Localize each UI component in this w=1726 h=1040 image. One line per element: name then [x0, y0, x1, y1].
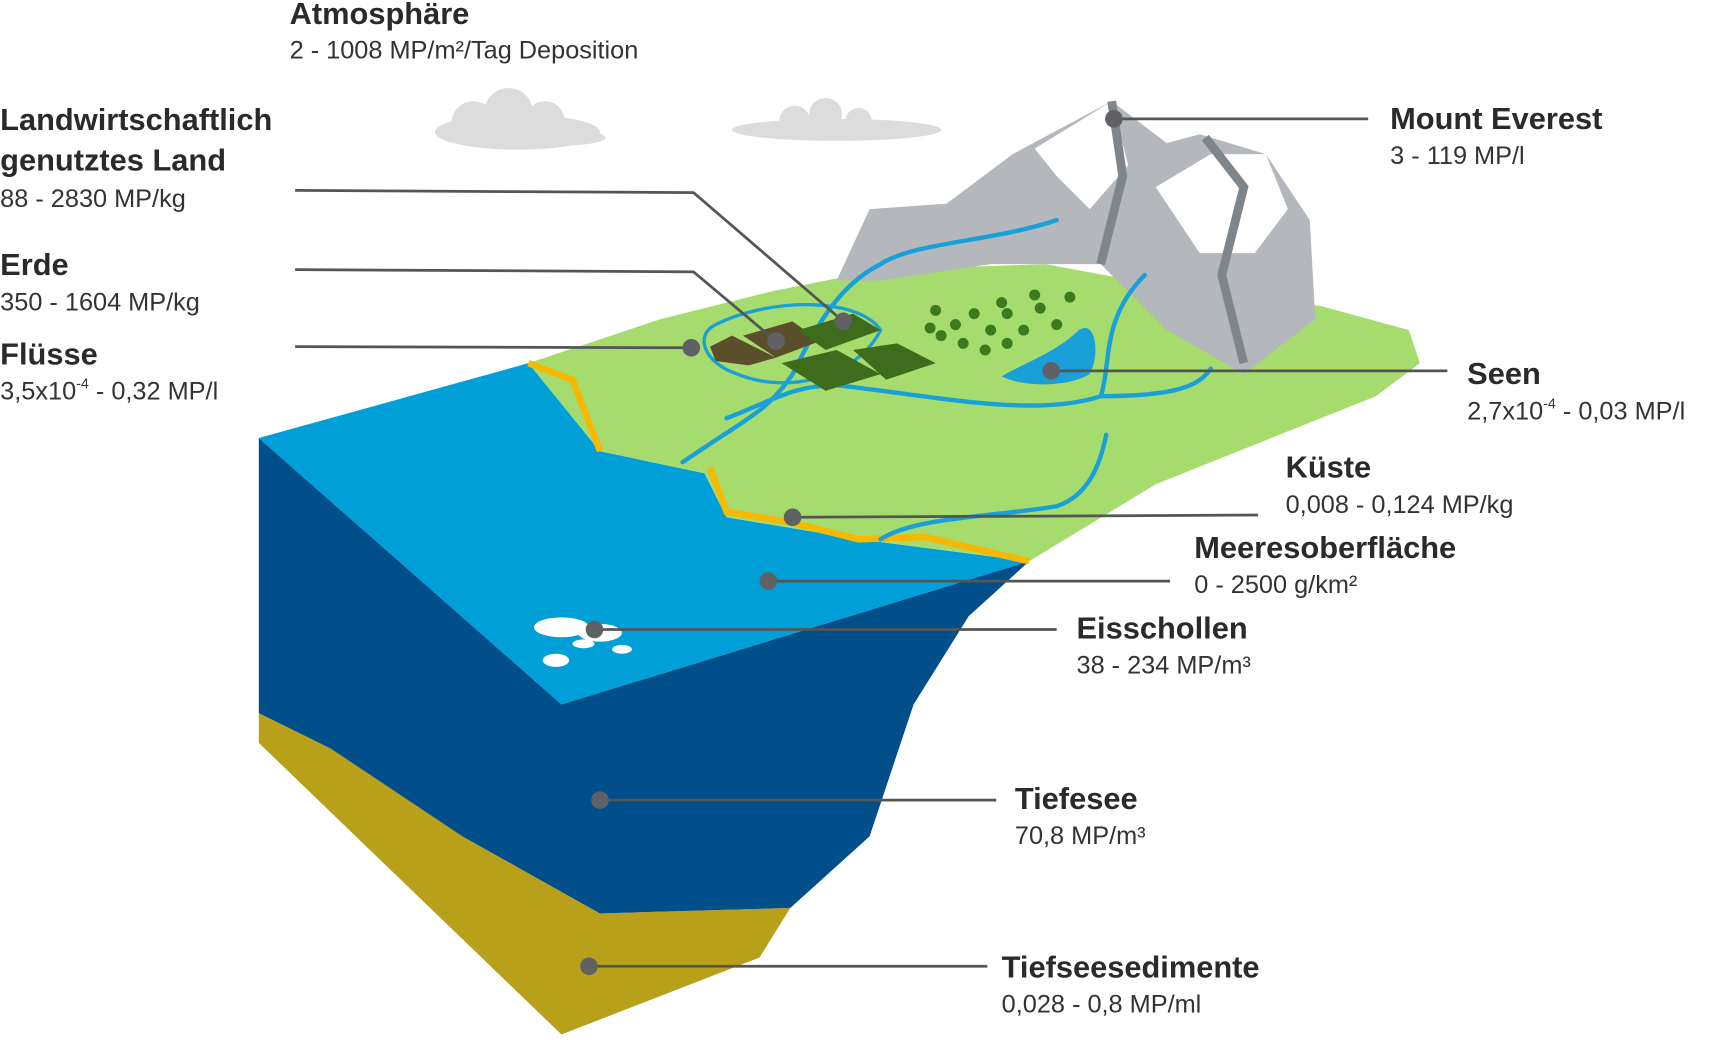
value-rest: - 0,32 MP/l — [89, 377, 218, 405]
label-kueste-title: Küste — [1286, 450, 1372, 485]
label-tiefesee-title: Tiefesee — [1015, 781, 1138, 816]
forest — [924, 289, 1076, 356]
label-meeresoberflaeche-title: Meeresoberfläche — [1194, 530, 1456, 565]
river — [878, 432, 1109, 542]
label-everest-value: 3 - 119 MP/l — [1390, 142, 1525, 170]
label-kueste-value: 0,008 - 0,124 MP/kg — [1286, 491, 1514, 519]
coast-line — [706, 466, 1030, 565]
value-exponent: -4 — [76, 376, 89, 392]
snow — [1155, 154, 1288, 254]
value-exponent: -4 — [1543, 396, 1556, 412]
label-fluesse-value: 3,5x10-4 - 0,32 MP/l — [0, 376, 218, 405]
leader-line — [295, 189, 845, 323]
cloud-icon — [732, 97, 942, 141]
leader-line — [295, 268, 777, 343]
marker-dot — [759, 572, 778, 590]
crop-field — [798, 313, 881, 350]
marker-dot — [767, 332, 785, 350]
deep-sea-layer — [258, 438, 1030, 914]
label-everest-title: Mount Everest — [1390, 101, 1602, 136]
label-seen-title: Seen — [1467, 356, 1541, 391]
label-landwirtschaft-title-1: Landwirtschaftlich — [0, 102, 272, 137]
river — [680, 217, 1059, 465]
label-landwirtschaft-title-2: genutztes Land — [0, 143, 226, 178]
label-tiefseesedimente-title: Tiefseesedimente — [1002, 949, 1260, 984]
value-base: 2,7x10 — [1467, 397, 1543, 425]
label-meeresoberflaeche-value: 0 - 2500 g/km² — [1194, 571, 1357, 599]
mountain-ridge — [1201, 134, 1249, 365]
value-base: 3,5x10 — [0, 377, 76, 405]
leader-line — [792, 513, 1259, 519]
label-atmosphaere-value: 2 - 1008 MP/m²/Tag Deposition — [290, 36, 639, 64]
leader-line — [295, 345, 692, 350]
soil-field — [710, 335, 777, 366]
marker-dot — [834, 312, 852, 331]
marker-dot — [783, 508, 802, 527]
river — [1098, 366, 1213, 399]
marker-dot — [580, 957, 598, 976]
marker-dot — [585, 620, 604, 639]
crop-field — [853, 343, 936, 380]
label-tiefesee-value: 70,8 MP/m³ — [1015, 822, 1146, 850]
value-rest: - 0,03 MP/l — [1556, 397, 1685, 425]
label-fluesse-title: Flüsse — [0, 336, 98, 371]
label-atmosphaere-title: Atmosphäre — [290, 0, 470, 31]
marker-dot — [1105, 110, 1123, 128]
sediment-layer — [258, 713, 791, 1035]
marker-dot — [591, 791, 609, 809]
label-landwirtschaft-value: 88 - 2830 MP/kg — [0, 185, 186, 213]
label-eisschollen-value: 38 - 234 MP/m³ — [1077, 652, 1251, 680]
river — [724, 272, 1147, 421]
ocean-surface — [258, 363, 1030, 705]
coast-line — [527, 360, 604, 453]
label-eisschollen-title: Eisschollen — [1077, 610, 1248, 645]
marker-dot — [682, 338, 701, 357]
label-seen-value: 2,7x10-4 - 0,03 MP/l — [1467, 396, 1685, 425]
label-erde-title: Erde — [0, 247, 68, 282]
cloud-icon — [434, 88, 606, 150]
label-erde-value: 350 - 1604 MP/kg — [0, 288, 200, 316]
marker-dot — [1042, 362, 1060, 380]
crop-field — [781, 349, 881, 391]
label-tiefseesedimente-value: 0,028 - 0,8 MP/ml — [1002, 990, 1202, 1018]
snow — [1034, 101, 1129, 210]
